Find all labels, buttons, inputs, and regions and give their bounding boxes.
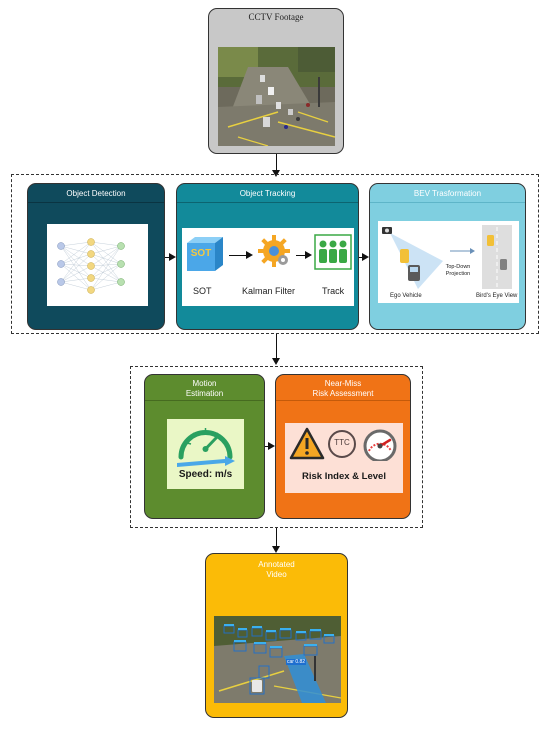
ttc-label: TTC [334,438,350,447]
arrow-head [362,253,369,261]
annotated-video-node: Annotated Video [205,553,348,718]
motion-estimation-title: Motion Estimation [145,379,264,399]
arrow-head [272,546,280,553]
arrow-head [268,442,275,450]
bev-panel: Ego Vehicle Top-Down Projection Bird's E… [378,221,519,303]
tracking-pipeline-panel: SOT [182,228,354,306]
annotated-title-line-2: Video [266,570,287,579]
arrow-detection-to-tracking [165,257,170,258]
risk-gauge-icon [363,429,397,461]
neural-network-icon [57,238,125,294]
speedometer-icon [177,428,235,467]
ttc-icon [328,430,356,458]
cctv-footage-image [218,47,336,147]
title-divider [145,400,264,401]
annotated-street-illustration [214,616,342,703]
sot-cube-label: SOT [190,248,212,259]
arrow-head [246,251,253,259]
arrow-head [305,251,312,259]
arrow-motion-to-risk [265,446,269,447]
object-tracking-title: Object Tracking [239,189,296,198]
title-divider [276,400,410,401]
object-tracking-node: Object Tracking SOT [176,183,359,330]
street-scene-illustration [218,47,336,147]
neural-network-panel [47,224,148,306]
kalman-filter-label: Kalman Filter [242,286,296,296]
motion-title-line-1: Motion [192,379,217,388]
processing-group [11,174,539,334]
kalman-gear-icon [258,235,290,267]
speed-label: Speed: m/s [178,469,233,480]
projection-line-2: Projection [445,271,471,277]
bev-transformation-node: BEV Trasformation Ego Vehicle Top-Down P… [369,183,526,330]
projection-line-1: Top-Down [445,264,471,270]
track-people-icon [314,234,352,270]
title-divider [177,202,358,203]
birds-eye-view-label: Bird's Eye View [476,293,518,299]
annotated-video-image: car 0.82 [214,616,342,703]
speed-panel: Speed: m/s [167,419,244,489]
arrow-head [272,358,280,365]
ego-vehicle-label: Ego Vehicle [390,293,422,299]
detection-label: car 0.82 [286,659,307,665]
motion-title-line-2: Estimation [185,389,224,398]
object-detection-title: Object Detection [66,189,126,198]
risk-index-label: Risk Index & Level [302,471,386,482]
analysis-group [130,366,423,528]
title-divider [28,202,164,203]
arrow-cctv-to-processing [276,154,277,172]
annotated-title-line-1: Annotated [258,560,295,569]
arrow-tracking-to-bev [359,257,363,258]
cctv-footage-node: CCTV Footage [208,8,344,154]
sot-cube-icon [187,237,223,271]
warning-icon [289,427,325,460]
risk-assessment-title: Near-Miss Risk Assessment [276,379,410,399]
risk-title-line-1: Near-Miss [324,379,362,388]
risk-assessment-node: Near-Miss Risk Assessment TTC Risk Index… [275,374,411,519]
bev-illustration [382,225,512,289]
arrow-head [272,170,280,177]
risk-panel: TTC Risk Index & Level [285,423,403,493]
title-divider [370,202,525,203]
sot-step-label: SOT [193,286,212,296]
arrow-sot-to-kalman [229,255,247,256]
annotated-video-title: Annotated Video [206,560,347,580]
arrow-head [169,253,176,261]
top-down-projection-label: Top-Down Projection [436,264,480,278]
bev-transformation-title: BEV Trasformation [413,189,482,198]
track-label: Track [322,286,345,296]
arrow-kalman-to-track [296,255,306,256]
risk-title-line-2: Risk Assessment [312,389,374,398]
cctv-footage-title: CCTV Footage [248,12,304,22]
object-detection-node: Object Detection [27,183,165,330]
arrow-processing-to-analysis [276,334,277,360]
arrow-analysis-to-annotated [276,528,277,548]
motion-estimation-node: Motion Estimation Speed: m/s [144,374,265,519]
